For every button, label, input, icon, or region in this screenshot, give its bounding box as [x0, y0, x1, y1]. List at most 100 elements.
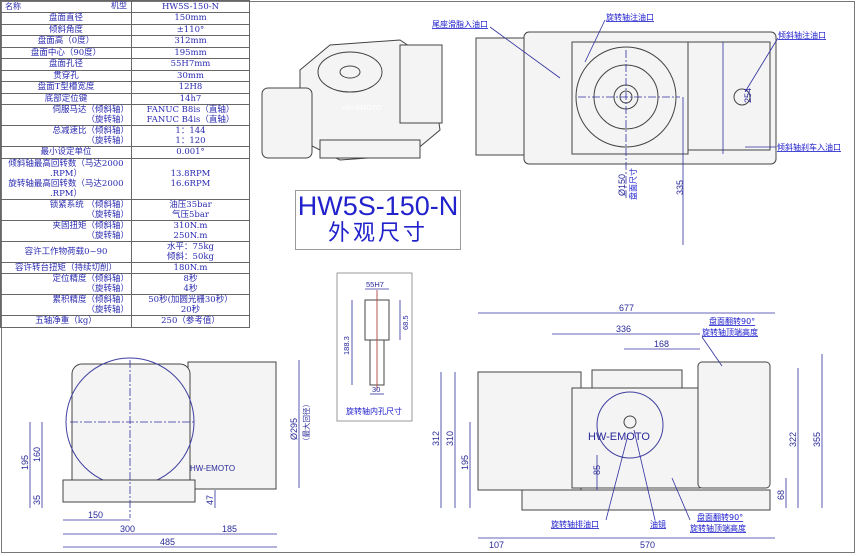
isometric-view: HW-EMOTO [261, 39, 443, 161]
spec-label-line: 累积精度（倾斜轴） [52, 295, 129, 305]
label-flip-top-a1: 盘面翻转90° [709, 316, 755, 326]
spec-value-line: 20秒 [180, 305, 201, 315]
spec-header-row: 名称机型 HW5S-150-N [0, 0, 250, 13]
iso-brand: HW-EMOTO [342, 105, 382, 112]
spec-label-line: 盘面孔径 [48, 59, 83, 70]
title-block: HW5S-150-N 外观尺寸 [295, 190, 461, 250]
spec-row: 倾斜轴最高回转数（马达2000.RPM）旋转轴最高回转数（马达2000.RPM）… [0, 157, 250, 200]
spec-label: 五轴净重（kg） [0, 315, 132, 328]
front-dim-107: 107 [489, 540, 504, 550]
spec-row: 盘面高（0度） 312mm [0, 35, 250, 48]
front-dim-195: 195 [460, 455, 470, 470]
spec-value-line: 16.6RPM [170, 178, 211, 189]
side-view: HW-EMOTO 195 160 35 47 Ø295 （最大回径） 150 3… [20, 357, 311, 548]
spec-label-line: 夹固扭矩（倾斜轴） [52, 220, 129, 231]
spec-value-line: 250（参考值） [161, 316, 220, 327]
spec-label-line: 贯穿孔 [53, 70, 79, 81]
front-view: HW-EMOTO 677 336 168 312 310 195 85 322 … [431, 303, 823, 550]
spec-value-line: 250N.m [173, 230, 208, 241]
dim-335: 335 [675, 180, 685, 195]
front-dim-336: 336 [616, 324, 631, 334]
spec-value-line: 312mm [174, 36, 207, 47]
front-dim-168: 168 [654, 339, 669, 349]
spec-label-line: （旋转轴） [86, 305, 129, 315]
front-dim-68: 68 [776, 490, 786, 500]
spec-label-line: 底部定位键 [44, 93, 88, 104]
spec-value-line: 0.001° [176, 147, 205, 158]
spec-value-line: 气压5bar [172, 209, 209, 220]
spec-row: 伺服马达（倾斜轴）（旋转轴）FANUC B8is（直轴）FANUC B4is（直… [0, 104, 250, 126]
spec-value-line: 倾斜：50kg [167, 251, 214, 262]
dim-55h7: 55H7 [366, 280, 384, 289]
front-dim-312: 312 [431, 431, 441, 446]
spec-value: 312mm [131, 35, 250, 48]
spec-value-line: 4秒 [183, 284, 198, 294]
spec-value-line: 310N.m [173, 220, 208, 231]
spec-value-line: 8秒 [183, 274, 198, 284]
spec-label-line: 盘面T型槽宽度 [37, 82, 95, 93]
front-dim-355: 355 [812, 432, 822, 447]
dim-188: 188.3 [342, 336, 351, 355]
spec-value-line: ±110° [176, 24, 205, 35]
front-dim-310: 310 [445, 431, 455, 446]
spec-label-line: 倾斜角度 [48, 24, 83, 35]
label-drain: 旋转轴排油口 [551, 519, 599, 529]
spec-label-line: （旋转轴） [86, 115, 129, 125]
front-dim-570: 570 [640, 540, 655, 550]
side-dim-47: 47 [205, 495, 215, 505]
top-view: 254 335 Ø150 盘面尺寸 尾座滑脂入油口 旋转轴注油口 倾斜轴注油口 … [432, 12, 841, 245]
side-brand: HW-EMOTO [190, 464, 235, 473]
spec-row: 倾斜角度 ±110° [0, 23, 250, 36]
label-tailstock-grease: 尾座滑脂入油口 [432, 19, 488, 29]
spec-value-line: 1：120 [175, 136, 206, 146]
spec-label-line: 五轴净重（kg） [35, 316, 97, 327]
spec-label-line: （旋转轴） [86, 284, 129, 294]
spec-row: 盘面中心（90度） 195mm [0, 46, 250, 59]
spec-label-line: （旋转轴） [86, 136, 129, 146]
front-dim-677: 677 [619, 303, 634, 313]
title-model: HW5S-150-N [297, 191, 459, 221]
spec-label-line: （旋转轴） [86, 209, 129, 220]
spec-value-line: 30mm [177, 70, 204, 81]
spec-label: 盘面高（0度） [0, 35, 132, 48]
spec-label-line: .RPM） [49, 168, 83, 179]
spec-label-line: 容许工作物荷载0~90 [24, 246, 108, 257]
spec-label-line: 旋转轴最高回转数（马达2000 [8, 178, 124, 189]
spec-value-line: 195mm [174, 47, 207, 58]
spec-value-line: 12H8 [178, 82, 203, 93]
spec-label-line: 伺服马达（倾斜轴） [52, 105, 129, 115]
spec-value-line: 水平：75kg [167, 241, 214, 252]
spec-label: 总减速比（倾斜轴）（旋转轴） [0, 125, 132, 147]
front-brand: HW-EMOTO [588, 431, 650, 443]
dim-254: 254 [743, 88, 753, 103]
side-dim-150: 150 [88, 510, 103, 520]
dim-dia150: Ø150 [617, 174, 627, 196]
dim-30: 30 [372, 385, 380, 394]
side-dim-160: 160 [32, 447, 42, 462]
label-flip-top-a2: 旋转轴顶端高度 [702, 327, 758, 337]
side-dim-300: 300 [120, 524, 135, 534]
spec-value-line: 13.8RPM [170, 168, 211, 179]
spec-label-line: 定位精度（倾斜轴） [52, 274, 129, 284]
spec-value: 50秒(加圆光栅30秒）20秒 [131, 294, 250, 316]
spec-value: 195mm [131, 46, 250, 59]
spec-label: 累积精度（倾斜轴）（旋转轴） [0, 294, 132, 316]
bore-title: 旋转轴内孔尺寸 [346, 406, 402, 416]
front-dim-322: 322 [788, 432, 798, 447]
side-dim-185: 185 [222, 524, 237, 534]
spec-label-line: 盘面中心（90度） [30, 47, 102, 58]
bore-detail: 55H7 188.3 68.5 30 旋转轴内孔尺寸 [336, 272, 413, 422]
model-value: HW5S-150-N [131, 0, 250, 13]
spec-value-line: 180N.m [173, 262, 208, 273]
spec-label-line: 锁紧系统 （倾斜轴） [49, 199, 129, 210]
